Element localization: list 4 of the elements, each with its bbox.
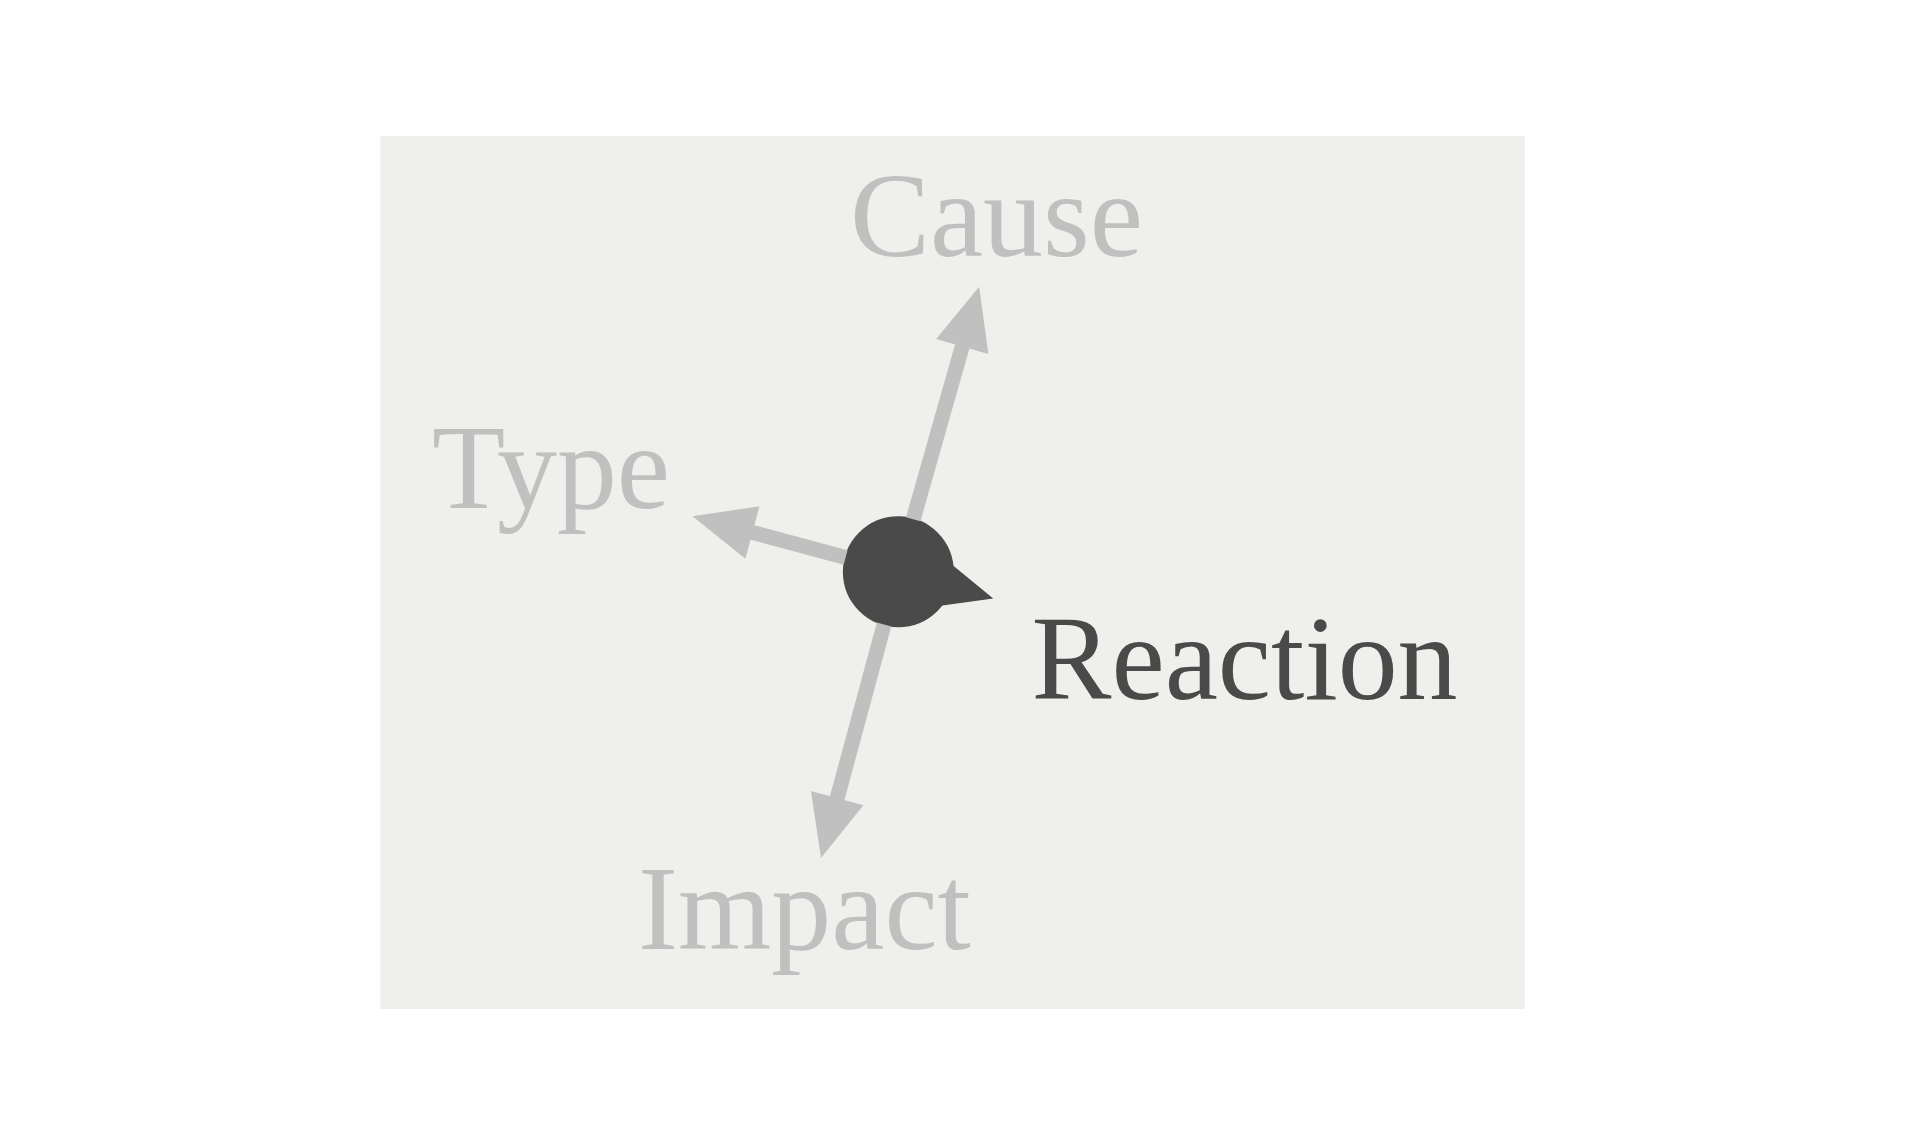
arrow [810, 622, 892, 859]
arrow [692, 506, 848, 565]
arrow [906, 286, 989, 522]
node-text: Reaction [1031, 592, 1458, 726]
